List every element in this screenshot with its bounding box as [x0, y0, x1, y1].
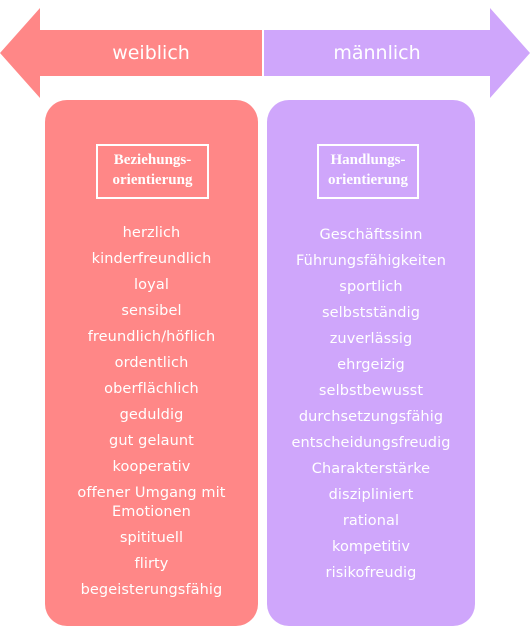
- arrow-label-female: weiblich: [112, 42, 190, 64]
- trait-item: oberflächlich: [104, 381, 199, 397]
- heading-line-1: Beziehungs-: [113, 152, 192, 168]
- trait-item: Charakterstärke: [311, 461, 431, 477]
- panel-relationship-orientation: Beziehungs- orientierung herzlich kinder…: [45, 100, 258, 626]
- trait-item: kinderfreundlich: [91, 251, 212, 267]
- trait-item: offener Umgang mit Emotionen: [77, 485, 226, 520]
- trait-item: begeisterungsfähig: [80, 582, 223, 598]
- trait-item: sensibel: [121, 303, 182, 319]
- trait-item: kompetitiv: [331, 539, 410, 555]
- left-arrow-shape: [0, 8, 262, 98]
- panel-heading: Handlungs- orientierung: [317, 144, 419, 199]
- heading-line-1: Handlungs-: [330, 152, 406, 168]
- trait-item: freundlich/höflich: [87, 329, 216, 345]
- trait-item: selbstbewusst: [318, 383, 424, 399]
- trait-item: selbstständig: [322, 305, 420, 321]
- trait-list: herzlich kinderfreundlich loyal sensibel…: [45, 224, 258, 607]
- panel-action-orientation: Handlungs- orientierung Geschäftssinn Fü…: [267, 100, 475, 626]
- heading-line-2: orientierung: [112, 172, 193, 188]
- trait-item: Geschäftssinn: [319, 227, 423, 243]
- trait-item: geduldig: [119, 407, 184, 423]
- trait-item: spitituell: [119, 530, 184, 546]
- trait-item: durchsetzungsfähig: [298, 409, 444, 425]
- trait-item: ehrgeizig: [337, 357, 405, 373]
- trait-item: zuverlässig: [329, 331, 413, 347]
- trait-item: risikofreudig: [325, 565, 417, 581]
- trait-list: Geschäftssinn Führungsfähigkeiten sportl…: [267, 226, 475, 590]
- trait-item: loyal: [134, 277, 169, 293]
- double-arrow: [0, 8, 530, 98]
- trait-item: herzlich: [122, 225, 181, 241]
- trait-item: entscheidungsfreudig: [291, 435, 451, 451]
- arrow-label-male: männlich: [333, 42, 421, 64]
- panel-heading: Beziehungs- orientierung: [96, 144, 209, 199]
- trait-item: kooperativ: [112, 459, 191, 475]
- trait-item: gut gelaunt: [109, 433, 194, 449]
- trait-item: sportlich: [339, 279, 403, 295]
- right-arrow-shape: [264, 8, 530, 98]
- trait-item: rational: [342, 513, 400, 529]
- trait-item: diszipliniert: [328, 487, 414, 503]
- trait-item: Führungsfähigkeiten: [296, 253, 446, 269]
- heading-line-2: orientierung: [328, 172, 408, 188]
- trait-item: flirty: [134, 556, 169, 572]
- trait-item: ordentlich: [114, 355, 189, 371]
